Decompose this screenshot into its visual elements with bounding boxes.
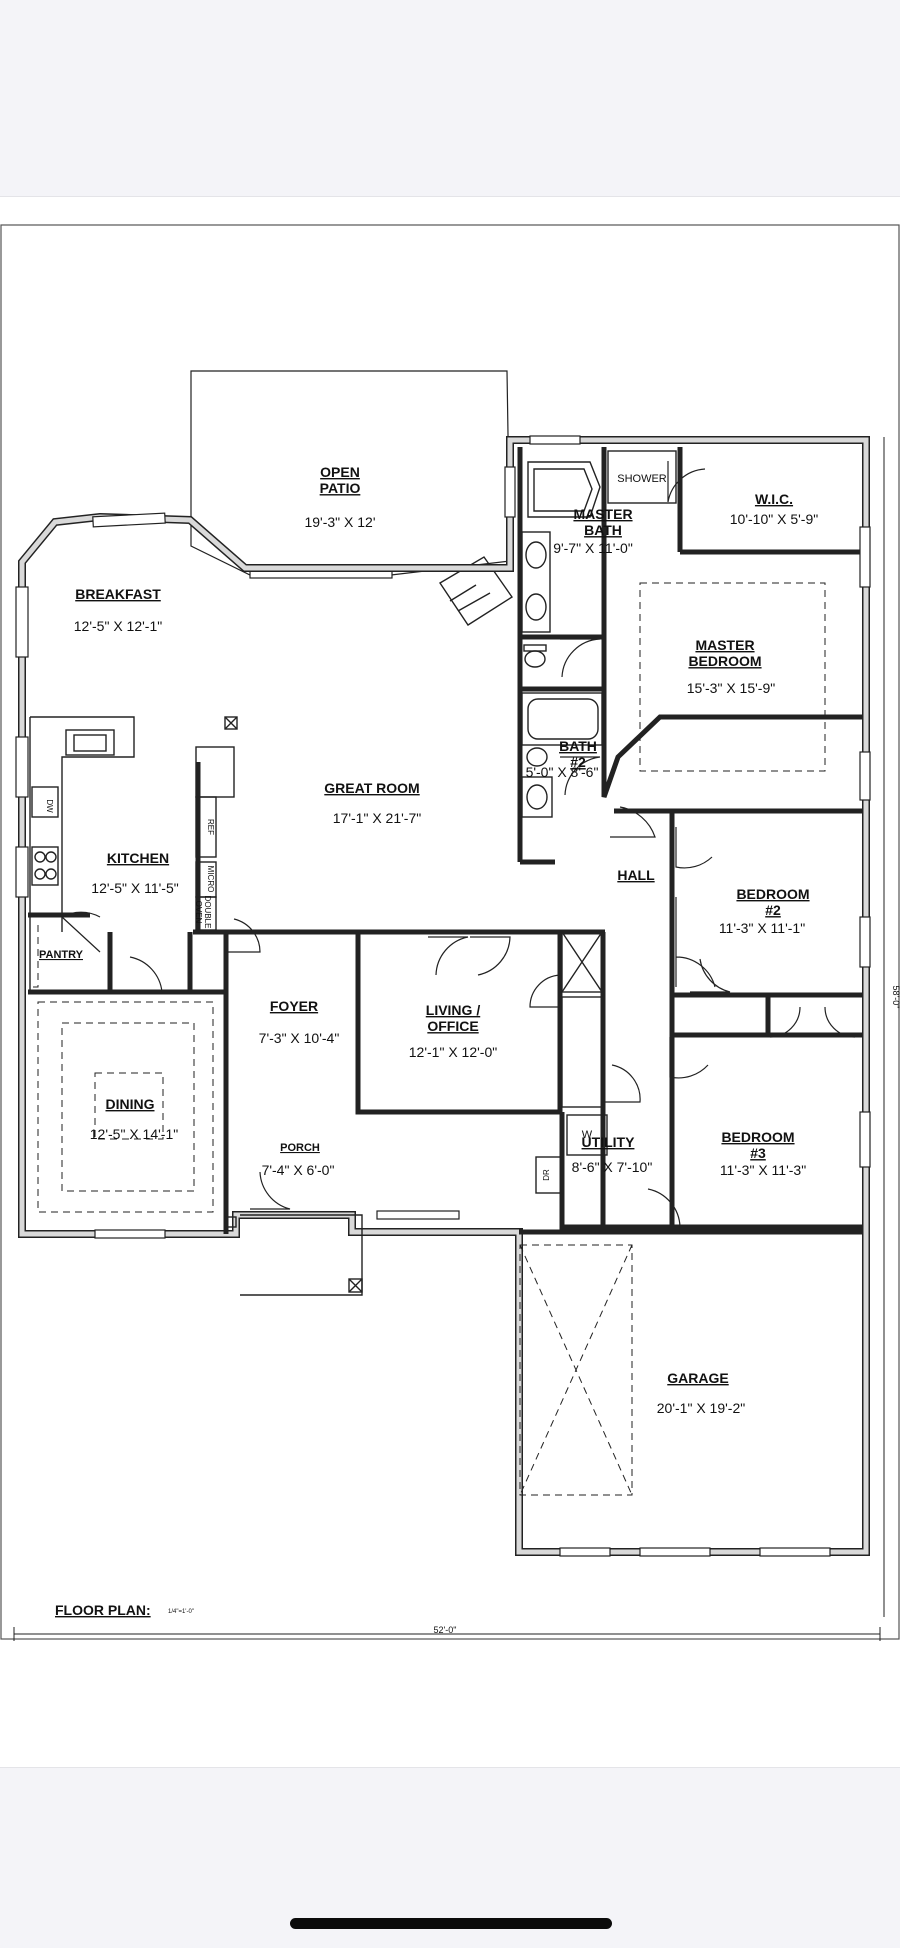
wic-dims: 10'-10" X 5'-9" bbox=[730, 511, 818, 527]
master-bath-dims: 9'-7" X 11'-0" bbox=[553, 540, 633, 556]
dining-ceiling-inner bbox=[94, 1072, 164, 1140]
top-margin-band bbox=[0, 0, 900, 196]
breakfast-dims: 12'-5" X 12'-1" bbox=[74, 618, 162, 634]
room-bedroom2: BEDROOM#2 11'-3" X 11'-1" bbox=[719, 886, 810, 936]
great-room-dims: 17'-1" X 21'-7" bbox=[333, 810, 421, 826]
porch-outline bbox=[240, 1214, 363, 1296]
garage-dims: 20'-1" X 19'-2" bbox=[657, 1400, 745, 1416]
foyer-name: FOYER bbox=[270, 998, 318, 1014]
interior-walls bbox=[28, 447, 862, 1235]
porch-dims: 7'-4" X 6'-0" bbox=[262, 1162, 335, 1178]
dw-label: DW bbox=[45, 799, 54, 813]
great-room-name: GREAT ROOM bbox=[324, 780, 419, 796]
room-bath2: BATH#2 5'-0" X 8'-6" bbox=[526, 738, 599, 780]
dining-ceiling-outer bbox=[37, 1001, 214, 1213]
washer-label: W bbox=[582, 1129, 593, 1141]
bedroom3-name: BEDROOM#3 bbox=[721, 1129, 794, 1161]
floor-plan-scale: 1/4"=1'-0" bbox=[168, 1609, 194, 1615]
room-wic: W.I.C. 10'-10" X 5'-9" bbox=[730, 491, 818, 527]
floor-plan-title: FLOOR PLAN: bbox=[55, 1602, 151, 1618]
overall-width-dimension: 52'-0" bbox=[434, 1625, 457, 1635]
door-swings bbox=[61, 461, 856, 1228]
kitchen-fixtures bbox=[29, 716, 238, 992]
living-office-dims: 12'-1" X 12'-0" bbox=[409, 1044, 497, 1060]
utility-dims: 8'-6" X 7'-10" bbox=[572, 1159, 653, 1175]
wic-name: W.I.C. bbox=[755, 491, 793, 507]
breakfast-name: BREAKFAST bbox=[75, 586, 161, 602]
room-garage: GARAGE 20'-1" X 19'-2" bbox=[657, 1370, 745, 1416]
bath2-name: BATH#2 bbox=[559, 738, 597, 770]
room-breakfast: BREAKFAST 12'-5" X 12'-1" bbox=[74, 586, 162, 634]
room-bedroom3: BEDROOM#3 11'-3" X 11'-3" bbox=[720, 1129, 806, 1178]
room-living-office: LIVING /OFFICE 12'-1" X 12'-0" bbox=[409, 1002, 497, 1060]
room-great-room: GREAT ROOM 17'-1" X 21'-7" bbox=[324, 780, 421, 826]
room-porch: PORCH 7'-4" X 6'-0" bbox=[262, 1142, 335, 1178]
dryer bbox=[535, 1156, 563, 1194]
garage-name: GARAGE bbox=[667, 1370, 728, 1386]
home-indicator[interactable] bbox=[290, 1918, 612, 1929]
dining-ceiling-mid bbox=[61, 1022, 195, 1192]
washer bbox=[566, 1114, 608, 1156]
bath-fixtures bbox=[521, 450, 677, 818]
shower-label: SHOWER bbox=[617, 473, 667, 485]
porch-name: PORCH bbox=[280, 1142, 320, 1154]
hall-label: HALL bbox=[617, 867, 655, 883]
kitchen-dims: 12'-5" X 11'-5" bbox=[91, 880, 178, 896]
utility-name: UTILITY bbox=[582, 1134, 636, 1150]
ref-label: REF bbox=[206, 819, 215, 835]
foyer-dims: 7'-3" X 10'-4" bbox=[259, 1030, 340, 1046]
kitchen-name: KITCHEN bbox=[107, 850, 169, 866]
bedroom2-name: BEDROOM#2 bbox=[736, 886, 809, 918]
living-office-name: LIVING /OFFICE bbox=[426, 1002, 481, 1034]
bath2-dims: 5'-0" X 8'-6" bbox=[526, 764, 599, 780]
sheet-frame bbox=[0, 224, 900, 1640]
dimension-lines bbox=[13, 437, 885, 1641]
dining-dims: 12'-5" X 14'-1" bbox=[90, 1126, 178, 1142]
room-kitchen: KITCHEN 12'-5" X 11'-5" bbox=[91, 850, 178, 896]
bedroom2-dims: 11'-3" X 11'-1" bbox=[719, 920, 805, 936]
pantry-label: PANTRY bbox=[39, 949, 84, 961]
micro-label: MICRO bbox=[206, 866, 215, 893]
side-dimension: 58'-0" bbox=[891, 986, 900, 1009]
double-oven-label: DOUBLEOVEN bbox=[194, 896, 212, 929]
master-bedroom-dims: 15'-3" X 15'-9" bbox=[687, 680, 775, 696]
room-utility: UTILITY 8'-6" X 7'-10" bbox=[572, 1134, 653, 1175]
dining-name: DINING bbox=[106, 1096, 155, 1112]
open-patio-dims: 19'-3" X 12' bbox=[304, 514, 375, 530]
dryer-label: DR bbox=[542, 1169, 551, 1181]
master-tray-ceiling bbox=[639, 582, 826, 772]
room-dining: DINING 12'-5" X 14'-1" bbox=[90, 1096, 178, 1142]
bedroom3-dims: 11'-3" X 11'-3" bbox=[720, 1162, 806, 1178]
room-foyer: FOYER 7'-3" X 10'-4" bbox=[259, 998, 340, 1046]
exterior-windows bbox=[15, 435, 871, 1557]
